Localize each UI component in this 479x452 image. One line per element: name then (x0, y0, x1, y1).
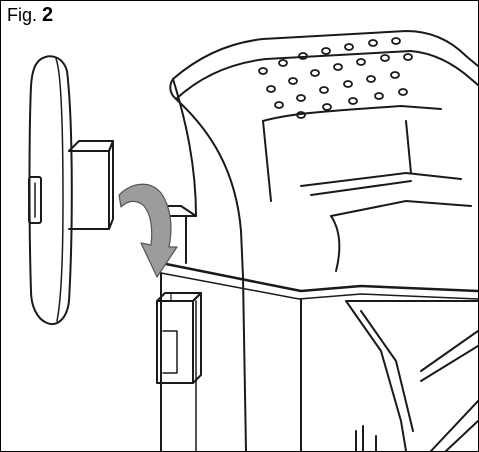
machine-body (159, 30, 478, 451)
figure-label-prefix: Fig. (7, 5, 38, 25)
figure-caption: Fig. 2 (7, 5, 53, 25)
figure-label-number: 2 (42, 4, 54, 26)
direction-arrow (118, 183, 178, 278)
side-cap (28, 55, 114, 325)
latch-receptacle (156, 292, 202, 384)
handle-ventilation-holes (258, 37, 413, 119)
